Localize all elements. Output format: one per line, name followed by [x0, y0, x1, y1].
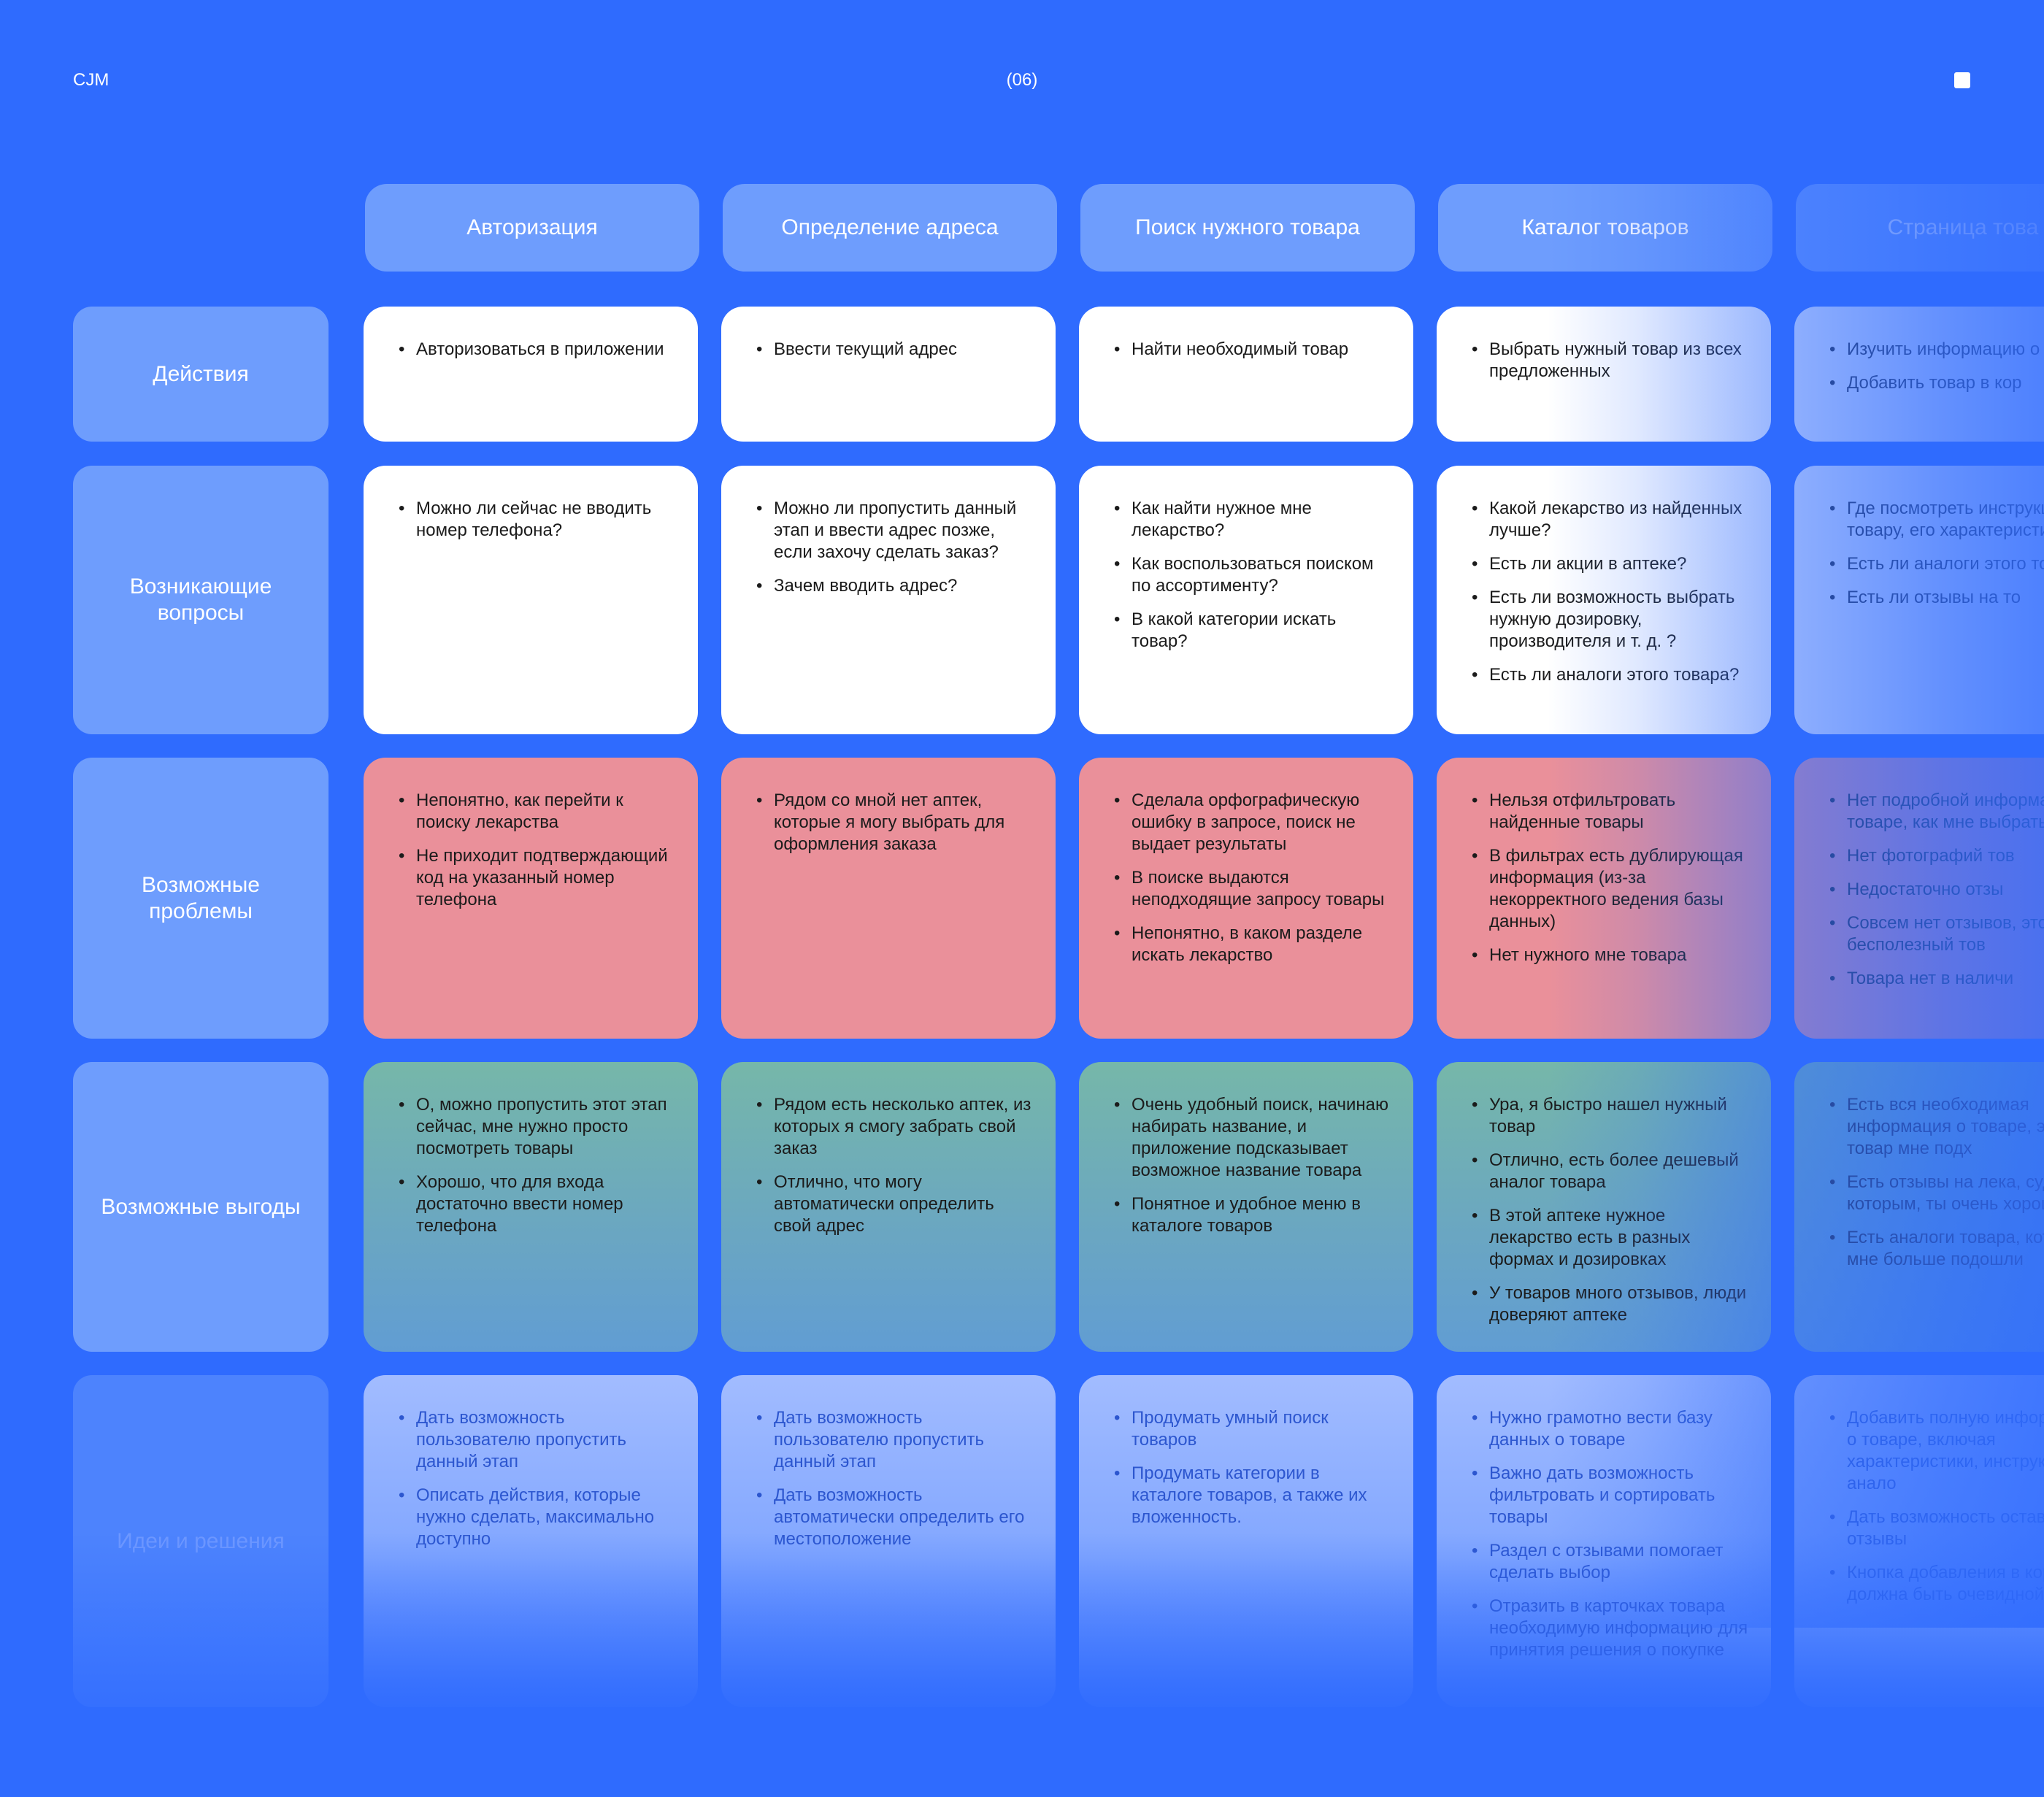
card-ideas-2: Дать возможность пользователю пропустить… — [721, 1375, 1056, 1707]
card-problems-3: Сделала орфографическую ошибку в запросе… — [1079, 758, 1413, 1039]
list-item: Отразить в карточках товара необходимую … — [1472, 1596, 1749, 1661]
list-item: В фильтрах есть дублирующая информация (… — [1472, 845, 1749, 933]
card-ideas-3: Продумать умный поиск товаров Продумать … — [1079, 1375, 1413, 1707]
list-item: Какой лекарство из найденных лучше? — [1472, 498, 1749, 542]
list-item: Где посмотреть инструкцию к товару, его … — [1829, 498, 2044, 542]
list-item: Можно ли пропустить данный этап и ввести… — [756, 498, 1034, 563]
list-item: Есть ли отзывы на то — [1829, 587, 2044, 609]
list-item: Авторизоваться в приложении — [399, 339, 676, 361]
list-item: Нет нужного мне товара — [1472, 944, 1749, 966]
card-actions-4: Выбрать нужный товар из всех предложенны… — [1437, 307, 1771, 442]
list-item: В какой категории искать товар? — [1114, 609, 1391, 653]
card-actions-5: Изучить информацию о товаре Добавить тов… — [1794, 307, 2044, 442]
list-item: Найти необходимый товар — [1114, 339, 1391, 361]
list-item: Дать возможность пользователю пропустить… — [756, 1407, 1034, 1473]
card-ideas-5: Добавить полную информацию о товаре, вкл… — [1794, 1375, 2044, 1707]
list-item: Есть ли аналоги этого товара? — [1829, 553, 2044, 575]
card-benefits-4: Ура, я быстро нашел нужный товар Отлично… — [1437, 1062, 1771, 1352]
card-actions-1: Авторизоваться в приложении — [364, 307, 698, 442]
list-item: Добавить товар в кор — [1829, 372, 2044, 394]
stage-header-search: Поиск нужного товара — [1080, 184, 1415, 272]
list-item: Зачем вводить адрес? — [756, 575, 1034, 597]
list-item: Как воспользоваться поиском по ассортиме… — [1114, 553, 1391, 597]
card-actions-3: Найти необходимый товар — [1079, 307, 1413, 442]
list-item: Сделала орфографическую ошибку в запросе… — [1114, 790, 1391, 855]
list-item: Очень удобный поиск, начинаю набирать на… — [1114, 1094, 1391, 1182]
list-item: Есть ли акции в аптеке? — [1472, 553, 1749, 575]
row-label-problems: Возможные проблемы — [73, 758, 328, 1039]
list-item: Недостаточно отзы — [1829, 879, 2044, 901]
list-item: Есть вся необходимая информация о товаре… — [1829, 1094, 2044, 1160]
row-label-questions: Возникающие вопросы — [73, 466, 328, 734]
page-number: (06) — [1006, 70, 1038, 90]
card-problems-2: Рядом со мной нет аптек, которые я могу … — [721, 758, 1056, 1039]
list-item: Товара нет в наличи — [1829, 968, 2044, 990]
list-item: Непонятно, как перейти к поиску лекарств… — [399, 790, 676, 834]
list-item: О, можно пропустить этот этап сейчас, мн… — [399, 1094, 676, 1160]
list-item: Непонятно, в каком разделе искать лекарс… — [1114, 923, 1391, 966]
stage-header-auth: Авторизация — [365, 184, 699, 272]
list-item: Рядом со мной нет аптек, которые я могу … — [756, 790, 1034, 855]
list-item: Дать возможность пользователю пропустить… — [399, 1407, 676, 1473]
list-item: У товаров много отзывов, люди доверяют а… — [1472, 1282, 1749, 1326]
list-item: Раздел с отзывами помогает сделать выбор — [1472, 1540, 1749, 1584]
card-questions-1: Можно ли сейчас не вводить номер телефон… — [364, 466, 698, 734]
card-benefits-5: Есть вся необходимая информация о товаре… — [1794, 1062, 2044, 1352]
list-item: Рядом есть несколько аптек, из которых я… — [756, 1094, 1034, 1160]
list-item: В поиске выдаются неподходящие запросу т… — [1114, 867, 1391, 911]
card-questions-2: Можно ли пропустить данный этап и ввести… — [721, 466, 1056, 734]
list-item: Отлично, что могу автоматически определи… — [756, 1171, 1034, 1237]
list-item: Нельзя отфильтровать найденные товары — [1472, 790, 1749, 834]
list-item: Добавить полную информацию о товаре, вкл… — [1829, 1407, 2044, 1495]
list-item: Нет фотографий тов — [1829, 845, 2044, 867]
list-item: В этой аптеке нужное лекарство есть в ра… — [1472, 1205, 1749, 1271]
stage-header-catalog: Каталог товаров — [1438, 184, 1772, 272]
row-label-ideas: Идеи и решения — [73, 1375, 328, 1707]
list-item: Нет подробной информации о товаре, как м… — [1829, 790, 2044, 834]
card-questions-3: Как найти нужное мне лекарство? Как восп… — [1079, 466, 1413, 734]
list-item: Есть ли аналоги этого товара? — [1472, 664, 1749, 686]
row-label-benefits: Возможные выгоды — [73, 1062, 328, 1352]
list-item: Не приходит подтверждающий код на указан… — [399, 845, 676, 911]
card-actions-2: Ввести текущий адрес — [721, 307, 1056, 442]
list-item: Можно ли сейчас не вводить номер телефон… — [399, 498, 676, 542]
list-item: Отлично, есть более дешевый аналог товар… — [1472, 1150, 1749, 1193]
card-benefits-3: Очень удобный поиск, начинаю набирать на… — [1079, 1062, 1413, 1352]
list-item: Дать возможность оставлять отзывы — [1829, 1507, 2044, 1550]
list-item: Важно дать возможность фильтровать и сор… — [1472, 1463, 1749, 1528]
square-icon — [1954, 72, 1970, 88]
list-item: Совсем нет отзывов, это бесполезный тов — [1829, 912, 2044, 956]
card-problems-1: Непонятно, как перейти к поиску лекарств… — [364, 758, 698, 1039]
card-benefits-1: О, можно пропустить этот этап сейчас, мн… — [364, 1062, 698, 1352]
card-questions-5: Где посмотреть инструкцию к товару, его … — [1794, 466, 2044, 734]
card-benefits-2: Рядом есть несколько аптек, из которых я… — [721, 1062, 1056, 1352]
list-item: Продумать умный поиск товаров — [1114, 1407, 1391, 1451]
card-ideas-4: Нужно грамотно вести базу данных о товар… — [1437, 1375, 1771, 1707]
page-title: CJM — [73, 70, 110, 90]
stage-header-product: Страница това — [1796, 184, 2044, 272]
list-item: Хорошо, что для входа достаточно ввести … — [399, 1171, 676, 1237]
list-item: Кнопка добавления в корзину должна быть … — [1829, 1562, 2044, 1606]
list-item: Есть ли возможность выбрать нужную дозир… — [1472, 587, 1749, 653]
card-problems-5: Нет подробной информации о товаре, как м… — [1794, 758, 2044, 1039]
list-item: Ура, я быстро нашел нужный товар — [1472, 1094, 1749, 1138]
row-label-actions: Действия — [73, 307, 328, 442]
list-item: Изучить информацию о товаре — [1829, 339, 2044, 361]
list-item: Ввести текущий адрес — [756, 339, 1034, 361]
list-item: Понятное и удобное меню в каталоге товар… — [1114, 1193, 1391, 1237]
list-item: Есть аналоги товара, которые мне больше … — [1829, 1227, 2044, 1271]
list-item: Описать действия, которые нужно сделать,… — [399, 1485, 676, 1550]
card-questions-4: Какой лекарство из найденных лучше? Есть… — [1437, 466, 1771, 734]
list-item: Выбрать нужный товар из всех предложенны… — [1472, 339, 1749, 382]
stage-header-address: Определение адреса — [723, 184, 1057, 272]
list-item: Как найти нужное мне лекарство? — [1114, 498, 1391, 542]
card-ideas-1: Дать возможность пользователю пропустить… — [364, 1375, 698, 1707]
list-item: Есть отзывы на лека, судя по которым, ты… — [1829, 1171, 2044, 1215]
list-item: Продумать категории в каталоге товаров, … — [1114, 1463, 1391, 1528]
card-problems-4: Нельзя отфильтровать найденные товары В … — [1437, 758, 1771, 1039]
list-item: Нужно грамотно вести базу данных о товар… — [1472, 1407, 1749, 1451]
list-item: Дать возможность автоматически определит… — [756, 1485, 1034, 1550]
